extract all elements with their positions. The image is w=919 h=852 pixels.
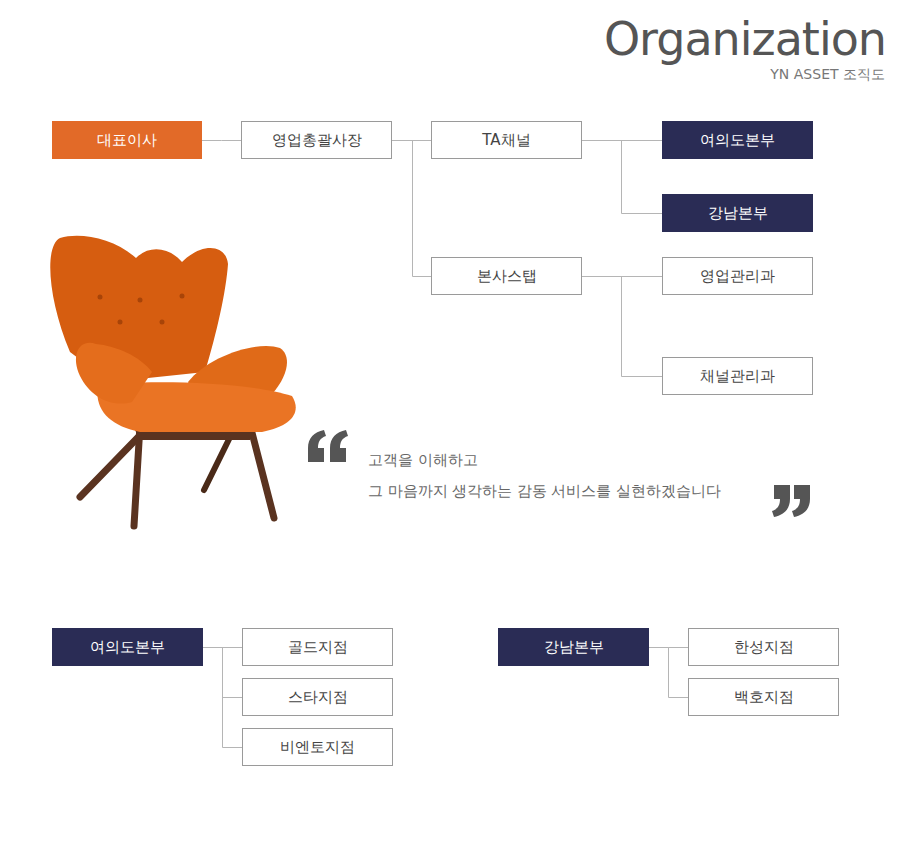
org-connector [582, 141, 662, 214]
box-label: 강남본부 [544, 638, 604, 657]
org-connector [202, 140, 241, 141]
box-label: 백호지점 [734, 688, 794, 707]
division-box: 강남본부 [662, 194, 813, 232]
org-connector [392, 141, 431, 277]
quote-text: 고객을 이해하고 [368, 451, 478, 470]
box-label: 영업관리과 [700, 267, 775, 286]
branch-box: 한성지점 [688, 628, 839, 666]
staff-box: 본사스탭 [431, 257, 582, 295]
manager-box: 영업총괄사장 [241, 121, 392, 159]
box-label: 비엔토지점 [280, 738, 355, 757]
box-label: 여의도본부 [90, 638, 165, 657]
box-label: 대표이사 [97, 131, 157, 150]
box-label: TA채널 [482, 131, 530, 150]
box-label: 영업총괄사장 [272, 131, 362, 150]
page-title: Organization [604, 12, 886, 66]
org-connector [203, 648, 242, 748]
channel-box: TA채널 [431, 121, 582, 159]
branch-box: 비엔토지점 [242, 728, 393, 766]
section-box: 영업관리과 [662, 257, 813, 295]
org-connector [582, 277, 662, 377]
subtitle: YN ASSET 조직도 [770, 66, 885, 84]
box-label: 여의도본부 [700, 131, 775, 150]
branch-box: 백호지점 [688, 678, 839, 716]
division-box: 강남본부 [498, 628, 649, 666]
box-label: 골드지점 [288, 638, 348, 657]
box-label: 강남본부 [708, 204, 768, 223]
box-label: 한성지점 [734, 638, 794, 657]
org-connector [649, 648, 688, 698]
box-label: 스타지점 [288, 688, 348, 707]
box-label: 채널관리과 [700, 367, 775, 386]
box-label: 본사스탭 [477, 267, 537, 286]
division-box: 여의도본부 [52, 628, 203, 666]
quote-text: 그 마음까지 생각하는 감동 서비스를 실현하겠습니다 [368, 482, 721, 501]
quote-mark [772, 485, 810, 517]
division-box: 여의도본부 [662, 121, 813, 159]
branch-box: 골드지점 [242, 628, 393, 666]
branch-box: 스타지점 [242, 678, 393, 716]
quote-mark [308, 430, 348, 462]
chair-illustration [50, 236, 295, 526]
section-box: 채널관리과 [662, 357, 813, 395]
ceo-box: 대표이사 [52, 121, 202, 159]
